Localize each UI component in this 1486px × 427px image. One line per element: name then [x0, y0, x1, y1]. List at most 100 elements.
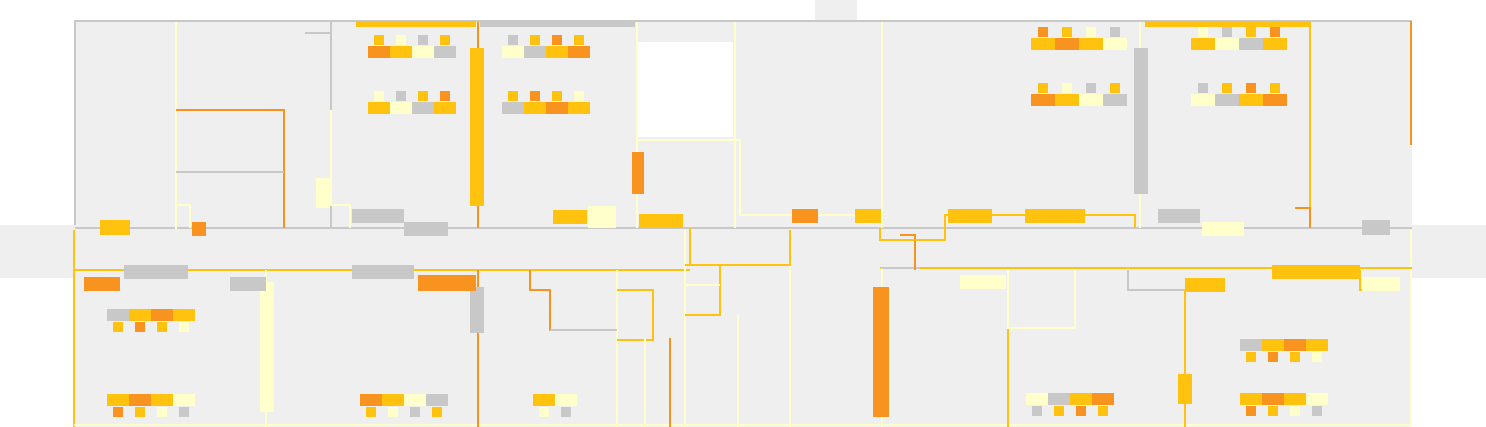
corridor-step-3 [1295, 207, 1311, 228]
desk [1092, 393, 1114, 405]
desk [1079, 94, 1103, 106]
desk [368, 46, 390, 58]
desk [1031, 38, 1055, 50]
chair [440, 35, 450, 45]
top-band-1 [356, 21, 476, 27]
desk [1263, 38, 1287, 50]
desk [107, 394, 129, 406]
desks-north-h [1191, 83, 1287, 106]
desk [151, 309, 173, 321]
outer-building [74, 20, 1412, 427]
desk [1215, 94, 1239, 106]
chair [113, 407, 123, 417]
chair [1198, 83, 1208, 93]
chair [1110, 83, 1120, 93]
desks-north-d [502, 91, 590, 114]
desk [546, 46, 568, 58]
chair [552, 91, 562, 101]
desks-north-c [502, 35, 590, 58]
chair [1062, 83, 1072, 93]
corridor-band-20 [1185, 278, 1225, 292]
chair [396, 91, 406, 101]
desk [1262, 339, 1284, 351]
wall-band-3 [1134, 48, 1148, 194]
courtyard-void [638, 42, 733, 137]
desks-north-g [1191, 27, 1287, 50]
right-wing [1408, 225, 1486, 278]
chair [366, 407, 376, 417]
corridor-band-13 [1362, 220, 1390, 235]
corridor-band-15 [84, 277, 120, 291]
desk [1048, 393, 1070, 405]
chair [1062, 27, 1072, 37]
chair [1290, 406, 1300, 416]
chair [1312, 406, 1322, 416]
chair [135, 322, 145, 332]
chair [1198, 27, 1208, 37]
desk [1306, 339, 1328, 351]
wall-n2-detail [175, 204, 191, 230]
desk [502, 102, 524, 114]
chair [418, 91, 428, 101]
desks-north-f [1031, 83, 1127, 106]
chair [1246, 352, 1256, 362]
corridor-band-1 [100, 220, 130, 235]
chair [530, 91, 540, 101]
wall-band-1 [470, 48, 484, 206]
corridor-band-5 [588, 206, 616, 228]
desk [1239, 38, 1263, 50]
chair [1076, 406, 1086, 416]
chair [1246, 83, 1256, 93]
desk [1191, 38, 1215, 50]
desk [1263, 94, 1287, 106]
chair [1312, 352, 1322, 362]
chair [1246, 406, 1256, 416]
desk [1284, 339, 1306, 351]
desk [173, 309, 195, 321]
corridor-step-1 [689, 228, 791, 266]
chair [1038, 83, 1048, 93]
chair [1032, 406, 1042, 416]
top-band-2 [480, 21, 635, 27]
wall-s6-detail [900, 234, 916, 270]
corridor-band-19 [960, 275, 1006, 289]
wall-band-6 [260, 282, 274, 412]
wall-band-2 [632, 152, 644, 194]
top-stub [815, 0, 857, 22]
desk [533, 394, 555, 406]
top-band-3 [1145, 21, 1310, 27]
desk [368, 102, 390, 114]
corridor-band-21 [1272, 265, 1360, 279]
desk [568, 102, 590, 114]
chair [574, 91, 584, 101]
chair [539, 407, 549, 417]
wall-band-8 [316, 178, 330, 208]
corridor-band-17 [352, 265, 414, 279]
chair [508, 35, 518, 45]
chair [1270, 83, 1280, 93]
desk [434, 102, 456, 114]
wall-office2 [330, 110, 351, 228]
left-wing [0, 225, 78, 278]
chair [418, 35, 428, 45]
wall-band-5 [470, 287, 484, 333]
desks-south-a [107, 309, 195, 332]
desk [129, 309, 151, 321]
chair [157, 407, 167, 417]
desk [1240, 339, 1262, 351]
desk [412, 102, 434, 114]
corridor-band-6 [639, 214, 683, 228]
desk [524, 102, 546, 114]
wall-band-4 [873, 287, 889, 417]
corridor-band-9 [948, 209, 992, 223]
desks-north-a [368, 35, 456, 58]
desk [151, 394, 173, 406]
chair [1038, 27, 1048, 37]
chair [374, 35, 384, 45]
corridor-band-18 [418, 275, 476, 291]
corridor-band-10 [1025, 209, 1085, 223]
desk [390, 46, 412, 58]
chair [396, 35, 406, 45]
desks-north-e [1031, 27, 1127, 50]
